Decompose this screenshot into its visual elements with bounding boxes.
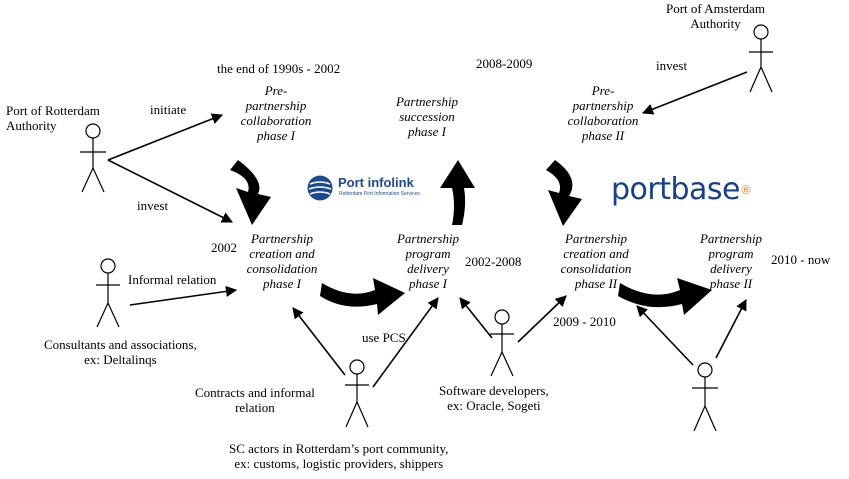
- invest-rotterdam-arrow: [107, 159, 234, 223]
- informal-relation-arrow: [129, 285, 238, 306]
- phase-delivery-1: Partnership program delivery phase I: [396, 231, 460, 291]
- create2-to-deliv2-arrow: [618, 278, 712, 315]
- portbase-wordmark: portbase: [611, 172, 741, 207]
- port-infolink-name: Port infolink: [338, 175, 414, 190]
- use-pcs-arrow: [372, 297, 439, 388]
- port-infolink-globe-icon: [307, 175, 333, 201]
- phase-succession-1: Partnership succession phase I: [395, 94, 459, 139]
- relation-arrows: [107, 71, 748, 388]
- portbase-registered-mark: ®: [740, 183, 752, 197]
- phase-transition-arrows: [230, 160, 712, 315]
- rotterdam-authority-label: Port of Rotterdam Authority: [6, 103, 100, 133]
- invest-amsterdam-arrow: [641, 71, 748, 115]
- period-label: the end of 1990s - 2002: [217, 61, 341, 76]
- phase-pre-partnership-2: Pre- partnership collaboration phase II: [567, 83, 639, 143]
- initiate-arrow: [107, 113, 224, 161]
- period-label: 2002: [211, 240, 237, 255]
- succ-to-create2-arrow: [546, 160, 582, 226]
- pre1-to-create1-arrow: [230, 160, 271, 225]
- actor-to-delivery2-arrow: [715, 299, 747, 359]
- port-infolink-subtitle: Rotterdam Port Information Services: [339, 191, 420, 197]
- deliv1-to-succ-arrow: [440, 160, 475, 225]
- initiate-label: initiate: [150, 102, 187, 117]
- period-label: 2002-2008: [465, 254, 522, 269]
- sc-actors-label: SC actors in Rotterdam’s port community,…: [229, 441, 449, 471]
- software-to-delivery1-arrow: [459, 297, 493, 339]
- actor-to-creation2-arrow: [636, 305, 694, 366]
- amsterdam-authority-label: Port of Amsterdam Authority: [666, 1, 765, 31]
- amsterdam-actor-figure: [749, 24, 773, 93]
- phase-pre-partnership-1: Pre- partnership collaboration phase I: [240, 83, 312, 143]
- period-label: 2010 - now: [771, 252, 831, 267]
- phase-creation-2: Partnership creation and consolidation p…: [560, 231, 632, 291]
- port-infolink-logo: Port infolink Rotterdam Port Information…: [306, 174, 424, 204]
- phase-creation-1: Partnership creation and consolidation p…: [246, 231, 318, 291]
- period-label: 2009 - 2010: [553, 314, 616, 329]
- create1-to-deliv1-arrow: [320, 278, 405, 315]
- consultants-actor-figure: [96, 258, 120, 328]
- informal-relation-label: Informal relation: [128, 272, 217, 287]
- phase-delivery-2: Partnership program delivery phase II: [699, 231, 763, 291]
- unnamed-actor-figure: [692, 362, 718, 432]
- software-to-creation2-arrow: [517, 295, 567, 343]
- contracts-label: Contracts and informal relation: [195, 385, 315, 415]
- contracts-arrow: [292, 307, 346, 376]
- use-pcs-label: use PCS: [362, 330, 406, 345]
- invest-amsterdam-label: invest: [656, 58, 688, 73]
- portbase-logo: portbase®: [611, 174, 752, 206]
- sc-actors-figure: [345, 359, 369, 428]
- invest-rotterdam-label: invest: [137, 198, 169, 213]
- period-label: 2008-2009: [476, 56, 533, 71]
- consultants-label: Consultants and associations, ex: Deltal…: [44, 337, 197, 367]
- rotterdam-actor-figure: [80, 123, 106, 193]
- software-developers-figure: [490, 309, 514, 377]
- software-developers-label: Software developers, ex: Oracle, Sogeti: [439, 383, 549, 413]
